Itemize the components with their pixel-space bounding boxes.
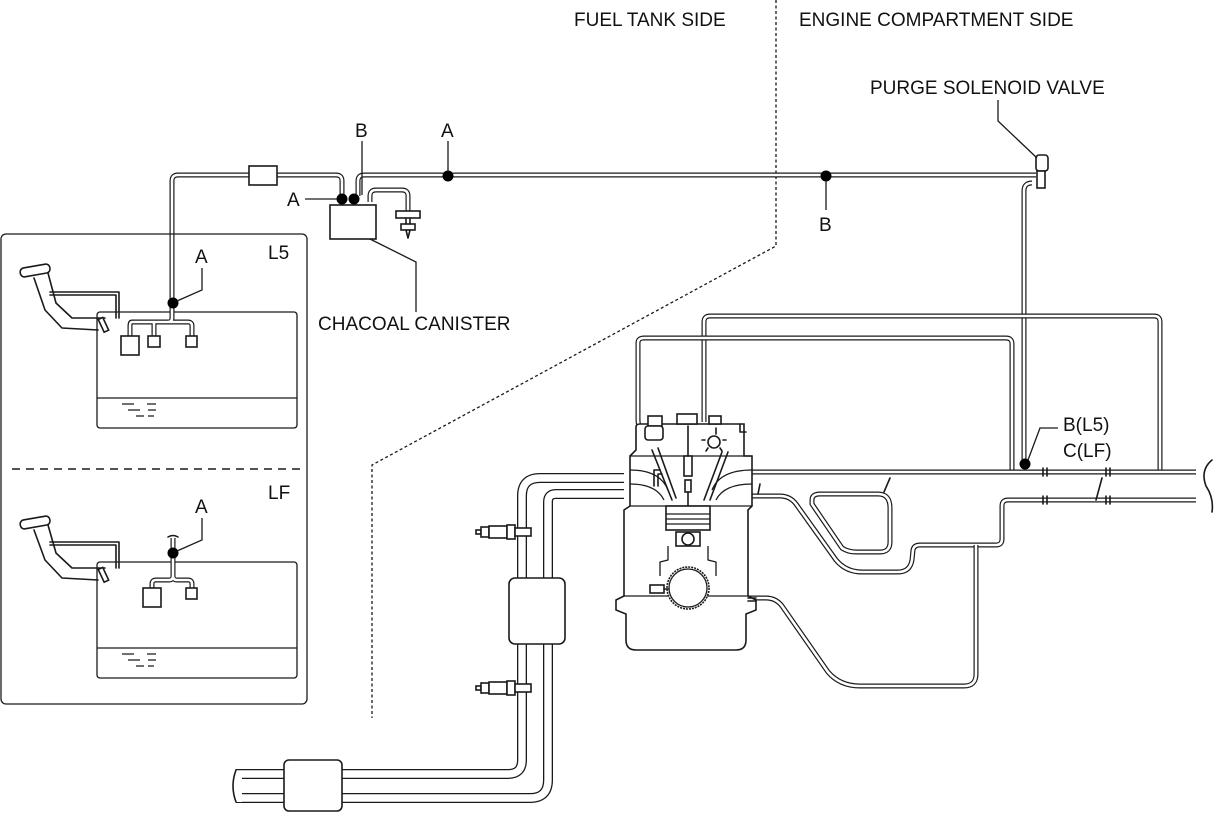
connection-point-a-lf: [167, 547, 179, 559]
vapor-line: [169, 172, 345, 305]
engine-hoses: [635, 313, 1196, 689]
region-divider-line: [371, 0, 777, 718]
label-b-line: B: [819, 215, 832, 236]
muffler: [283, 759, 343, 812]
canister-vent-line: [367, 187, 411, 212]
charcoal-canister: [329, 204, 377, 240]
purge-solenoid-valve-label: PURGE SOLENOID VALVE: [870, 78, 1105, 99]
label-b-l5: B(L5): [1063, 415, 1109, 436]
label-b-canister: B: [355, 121, 368, 142]
connection-point-b-canister: [348, 193, 360, 205]
fuel-tank-lf: [19, 515, 298, 679]
connection-point-a-line: [442, 170, 454, 182]
vent-check: [400, 223, 416, 231]
connection-point-a-l5: [167, 297, 179, 309]
charcoal-canister-label: CHACOAL CANISTER: [318, 314, 511, 335]
variant-frame: [0, 233, 308, 705]
label-c-lf: C(LF): [1063, 441, 1112, 462]
label-a-l5: A: [195, 247, 208, 268]
engine: [615, 413, 757, 651]
canister-leader: [369, 238, 417, 312]
variant-l5-label: L5: [268, 243, 289, 264]
label-a-lf: A: [195, 497, 208, 518]
oxygen-sensor-upstream: [475, 524, 532, 540]
purge-line: [355, 172, 1036, 196]
variant-lf-label: LF: [268, 483, 290, 504]
label-a-canister: A: [287, 190, 300, 211]
vapor-line-filter: [248, 165, 278, 186]
connection-point-b-l5-c-lf: [1019, 458, 1031, 470]
purge-solenoid-valve: [1021, 154, 1049, 467]
catalytic-converter: [508, 577, 566, 645]
fuel-tank-side-label: FUEL TANK SIDE: [574, 10, 726, 31]
label-a-line: A: [441, 121, 454, 142]
purge-valve-leader: [997, 100, 1038, 159]
oxygen-sensor-downstream: [475, 680, 532, 696]
engine-compartment-side-label: ENGINE COMPARTMENT SIDE: [799, 10, 1073, 31]
fuel-tank-l5: [19, 263, 298, 429]
vent-filter: [395, 210, 421, 219]
connection-point-b-line: [820, 170, 832, 182]
connection-point-a-canister: [336, 193, 348, 205]
